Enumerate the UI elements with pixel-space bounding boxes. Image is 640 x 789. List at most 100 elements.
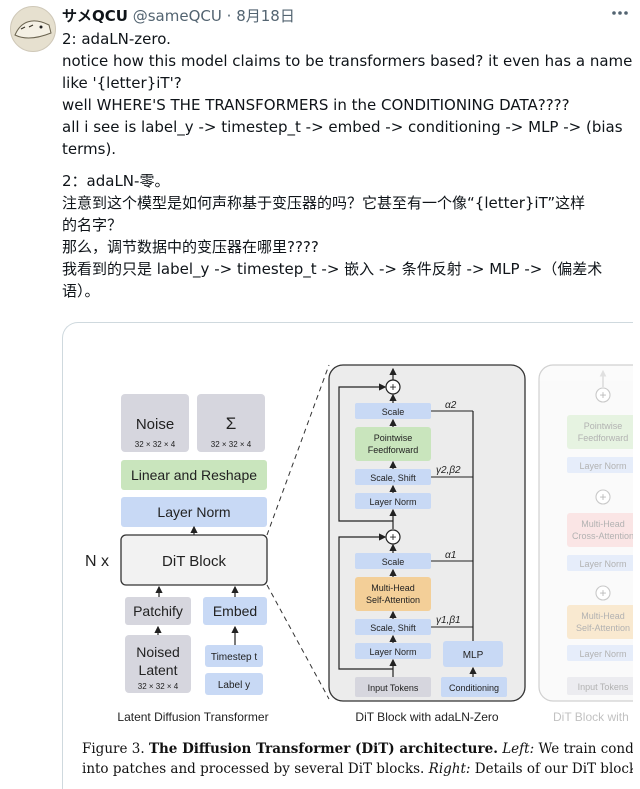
layer-norm-label: Layer Norm <box>157 504 230 520</box>
tweet-line: 那么，调节数据中的变压器在哪里???? <box>62 238 319 256</box>
svg-text:Multi-Head: Multi-Head <box>581 611 625 621</box>
svg-text:Input Tokens: Input Tokens <box>368 683 419 693</box>
svg-text:+: + <box>389 530 396 544</box>
figure-caption-line-1: Figure 3. The Diffusion Transformer (DiT… <box>82 741 633 757</box>
tweet-line: 注意到这个模型是如何声称基于变压器的吗？它甚至有一个像“{letter}iT”这… <box>62 194 586 212</box>
tweet-line: well WHERE'S THE TRANSFORMERS in the CON… <box>62 96 570 114</box>
dit-block-box <box>120 534 268 586</box>
tweet-line: like '{letter}iT'? <box>62 74 182 92</box>
svg-text:Scale, Shift: Scale, Shift <box>370 623 416 633</box>
middle-diagram: + Scale α2 Pointwise Feedforward Scale, … <box>328 364 526 724</box>
attached-image[interactable]: Noise 32 × 32 × 4 Σ 32 × 32 × 4 Linear a… <box>62 322 633 789</box>
noise-box <box>121 394 189 452</box>
author-name[interactable]: サメQCU <box>62 7 128 25</box>
tweet-line: all i see is label_y -> timestep_t -> em… <box>62 118 623 136</box>
noised-dim: 32 × 32 × 4 <box>138 682 179 691</box>
noise-dim: 32 × 32 × 4 <box>135 440 176 449</box>
tweet-date[interactable]: 8月18日 <box>236 7 295 25</box>
nx-label: N x <box>85 553 109 570</box>
svg-text:MLP: MLP <box>463 650 484 661</box>
gamma2-label: γ2,β2 <box>436 465 461 476</box>
timestep-box <box>205 645 263 667</box>
svg-text:+: + <box>389 380 396 394</box>
svg-text:Pointwise: Pointwise <box>584 421 623 431</box>
svg-text:Layer Norm: Layer Norm <box>579 649 626 659</box>
svg-text:Layer Norm: Layer Norm <box>369 647 416 657</box>
more-horizontal-icon[interactable] <box>610 3 630 28</box>
scale-box-top <box>355 403 431 419</box>
scale-shift-box-2 <box>355 469 431 485</box>
tweet-text-english: 2: adaLN-zero. notice how this model cla… <box>62 28 634 160</box>
tweet-line: 2：adaLN-零。 <box>62 172 170 190</box>
tweet-line: 的名字？ <box>62 216 123 234</box>
svg-text:Feedforward: Feedforward <box>578 433 629 443</box>
layer-norm-box-2 <box>355 493 431 509</box>
svg-text:Layer Norm: Layer Norm <box>579 559 626 569</box>
alpha1-label: α1 <box>445 550 456 561</box>
input-tokens-box <box>355 677 431 697</box>
patchify-label: Patchify <box>133 603 183 619</box>
figure-caption-line-2: into patches and processed by several Di… <box>82 761 633 777</box>
pointwise-feedforward-box <box>355 427 431 461</box>
tweet-line: notice how this model claims to be trans… <box>62 52 633 70</box>
tweet-line: 我看到的只是 label_y -> timestep_t -> 嵌入 -> 条件… <box>62 260 603 278</box>
separator: · <box>226 7 232 25</box>
svg-text:Cross-Attention: Cross-Attention <box>572 531 633 541</box>
svg-text:Multi-Head: Multi-Head <box>581 519 625 529</box>
svg-text:Scale: Scale <box>382 407 405 417</box>
tweet-line: terms). <box>62 140 117 158</box>
plus-icon <box>595 489 611 505</box>
svg-text:Feedforward: Feedforward <box>368 445 419 455</box>
svg-text:Pointwise: Pointwise <box>374 433 413 443</box>
svg-text:Layer Norm: Layer Norm <box>369 497 416 507</box>
latent-label: Latent <box>139 662 178 678</box>
left-diagram: Noise 32 × 32 × 4 Σ 32 × 32 × 4 Linear a… <box>85 364 330 724</box>
svg-text:+: + <box>599 586 606 600</box>
svg-text:Scale: Scale <box>382 557 405 567</box>
svg-text:+: + <box>599 388 606 402</box>
plus-icon <box>595 387 611 403</box>
middle-caption: DiT Block with adaLN-Zero <box>355 710 498 724</box>
left-caption: Latent Diffusion Transformer <box>117 710 268 724</box>
scale-box-mid <box>355 553 431 569</box>
svg-text:Layer Norm: Layer Norm <box>579 461 626 471</box>
noised-latent-box <box>125 635 191 693</box>
embed-label: Embed <box>213 603 257 619</box>
avatar[interactable] <box>10 6 56 52</box>
dit-block-label: DiT Block <box>162 553 226 570</box>
tweet-line: 2: adaLN-zero. <box>62 30 171 48</box>
linear-reshape-label: Linear and Reshape <box>131 467 257 483</box>
sigma-dim: 32 × 32 × 4 <box>211 440 252 449</box>
layer-norm-box-1 <box>355 643 431 659</box>
svg-text:+: + <box>599 490 606 504</box>
embed-box <box>203 597 267 625</box>
author-handle[interactable]: @sameQCU <box>132 7 222 25</box>
plus-icon <box>595 585 611 601</box>
linear-reshape-box <box>121 460 267 490</box>
timestep-label: Timestep t <box>211 652 258 663</box>
sigma-box <box>197 394 265 452</box>
svg-text:Multi-Head: Multi-Head <box>371 583 415 593</box>
svg-text:Self-Attention: Self-Attention <box>576 623 630 633</box>
self-attention-box <box>355 577 431 611</box>
patchify-box <box>125 597 191 625</box>
noise-label: Noise <box>136 416 174 433</box>
mlp-box <box>443 641 503 667</box>
svg-text:Scale, Shift: Scale, Shift <box>370 473 416 483</box>
tweet-line: 语）。 <box>62 282 100 300</box>
noised-label: Noised <box>136 644 180 660</box>
label-y-label: Label y <box>218 680 250 691</box>
svg-text:Conditioning: Conditioning <box>449 683 499 693</box>
tweet-header: サメQCU @sameQCU · 8月18日 <box>62 5 295 26</box>
svg-text:Self-Attention: Self-Attention <box>366 595 420 605</box>
scale-shift-box-1 <box>355 619 431 635</box>
right-caption: DiT Block with <box>553 710 629 724</box>
label-box <box>205 673 263 695</box>
tweet-text-chinese: 2：adaLN-零。 注意到这个模型是如何声称基于变压器的吗？它甚至有一个像“{… <box>62 170 634 302</box>
sigma-label: Σ <box>226 414 237 433</box>
svg-text:Input Tokens: Input Tokens <box>578 682 629 692</box>
right-diagram: + Pointwise Feedforward Layer Norm + Mul… <box>538 364 633 724</box>
conditioning-box <box>441 677 507 697</box>
layer-norm-box <box>121 497 267 527</box>
gamma1-label: γ1,β1 <box>436 615 461 626</box>
